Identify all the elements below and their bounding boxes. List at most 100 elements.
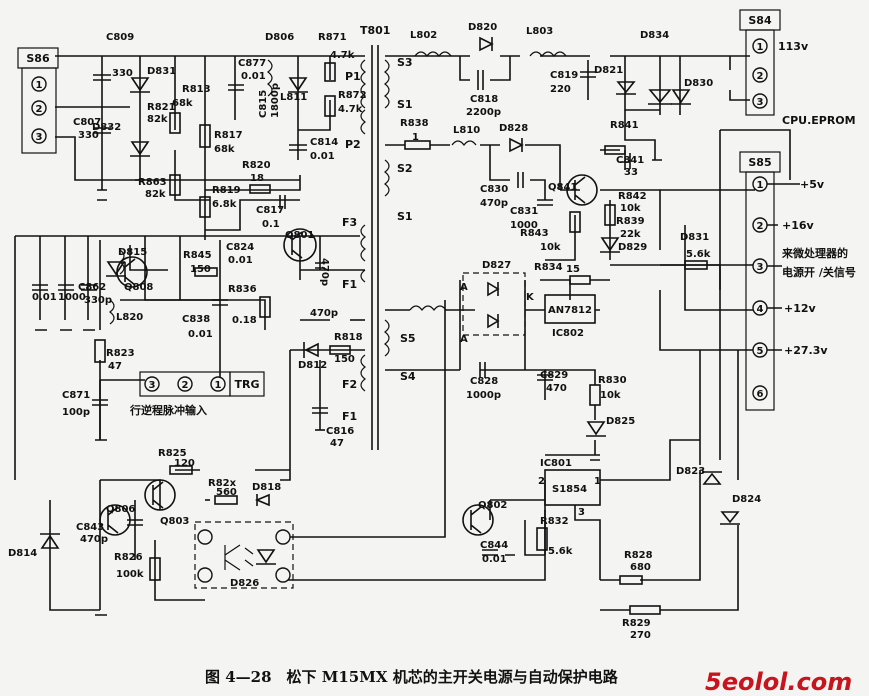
label-components-r813-0: R813 (182, 84, 211, 95)
label-components-q801-0: Q801 (285, 230, 314, 241)
label-transformer-windings-10: F2 (342, 378, 357, 391)
label-components-q802-0: Q802 (478, 500, 507, 511)
label-components-c817-1: 0.1 (262, 219, 280, 230)
label-transformer-name: T801 (360, 24, 390, 37)
label-components-r872-0: R872 (338, 90, 367, 101)
label-misc-a1: A (460, 282, 468, 293)
label-connectors-trg-note: 行逆程脉冲输入 (129, 403, 207, 417)
label-components-c819-0: C819 (550, 70, 578, 81)
label-components-c814-0: C814 (310, 137, 338, 148)
label-components-c807-0: C807 (73, 117, 101, 128)
label-components-c871-1: 100p (62, 407, 90, 418)
label-components-r813-1: 68k (172, 98, 193, 109)
label-components-d806-0: D806 (265, 32, 294, 43)
label-components-c831-1: 1000 (510, 220, 538, 231)
label-misc-a2: A (460, 334, 468, 345)
label-connectors-s85-name: S85 (748, 156, 771, 169)
label-components-r838-0: R838 (400, 118, 429, 129)
label-components-c841-1: 33 (624, 167, 638, 178)
label-connectors-s85-pins-0: 1 (757, 180, 764, 191)
label-components-r818-1: 150 (334, 354, 355, 365)
label-components-q803-0: Q803 (160, 516, 189, 527)
label-components-c877-1: 0.01 (241, 71, 266, 82)
label-connectors-s85-pin_labels-1: +16v (782, 219, 815, 232)
label-transformer-windings-11: F1 (342, 410, 357, 423)
label-components-c829-0: C829 (540, 370, 568, 381)
label-connectors-s85-note_line2: 电源开 /关信号 (782, 265, 856, 279)
label-components-r826-1: 100k (116, 569, 144, 580)
connector-trg: 3 2 1 TRG 行逆程脉冲输入 (129, 371, 265, 417)
label-connectors-trg-name: TRG (234, 378, 259, 391)
connector-s85: CPU.EPROM S85 1 2 3 4 5 6 +5v +16v +12v … (739, 114, 856, 411)
label-connectors-s84-pins-2: 3 (757, 97, 764, 108)
label-transformer-windings-9: F1 (342, 278, 357, 291)
label-components-ic801-1: S1854 (552, 484, 587, 495)
label-components-r825-1: 120 (174, 458, 195, 469)
label-components-r834-0: R834 (534, 262, 563, 273)
label-components-r825-0: R825 (158, 448, 187, 459)
label-components-r839-0: R839 (616, 216, 645, 227)
label-components-r842-1: 10k (620, 203, 641, 214)
label-components-d818-0: D818 (252, 482, 281, 493)
label-components-r821-1: 82k (147, 114, 168, 125)
label-components-l810-0: L810 (453, 125, 480, 136)
label-transformer-windings-8: F3 (342, 216, 357, 229)
label-components-r836-1: 0.18 (232, 315, 257, 326)
label-components-r872-1: 4.7k (338, 104, 363, 115)
label-components-r839-1: 22k (620, 229, 641, 240)
label-components-c831-0: C831 (510, 206, 538, 217)
label-components-c_470p-0: 470p (319, 258, 330, 286)
label-components-d812-0: D812 (298, 360, 327, 371)
label-components-d820-0: D820 (468, 22, 497, 33)
label-components-ic801-0: IC801 (540, 458, 572, 469)
label-components-ic802-0: AN7812 (548, 305, 592, 316)
label-transformer-windings-4: S5 (400, 332, 416, 345)
label-components-r871-0: R871 (318, 32, 347, 43)
label-connectors-s85-pins-3: 4 (757, 304, 764, 315)
label-components-r828-1: 680 (630, 562, 651, 573)
label-components-r819-1: 6.8k (212, 199, 237, 210)
label-components-l802-0: L802 (410, 30, 437, 41)
label-misc-ic_pins-2: 3 (578, 507, 585, 518)
label-components-c824-1: 0.01 (228, 255, 253, 266)
label-components-d825-0: D825 (606, 416, 635, 427)
label-components-c815-1: 1800p (270, 83, 281, 118)
label-transformer-windings-0: S3 (397, 56, 413, 69)
label-connectors-s85-pin_labels-3: +12v (784, 302, 817, 315)
label-components-r826-0: R826 (114, 552, 143, 563)
label-components-r82x-0: R82x (208, 478, 237, 489)
label-components-d831b-1: 5.6k (686, 249, 711, 260)
label-components-c838-0: C838 (182, 314, 210, 325)
label-transformer-windings-3: S1 (397, 210, 413, 223)
label-connectors-s85-pins-2: 3 (757, 262, 764, 273)
label-components-q806-0: Q806 (106, 504, 135, 515)
label-connectors-trg-pins-0: 3 (149, 380, 156, 391)
label-connectors-s84-name: S84 (748, 14, 772, 27)
label-components-d827-0: D827 (482, 260, 511, 271)
label-components-c830-0: C830 (480, 184, 508, 195)
label-components-l820-0: L820 (116, 312, 143, 323)
label-connectors-trg-pins-1: 2 (182, 380, 189, 391)
label-components-r836-0: R836 (228, 284, 257, 295)
label-components-r863-1: 82k (145, 189, 166, 200)
label-components-d821-0: D821 (594, 65, 623, 76)
label-components-r828-0: R828 (624, 550, 653, 561)
label-connectors-s85-header: CPU.EPROM (782, 114, 856, 127)
label-connectors-s85-pins-5: 6 (757, 389, 764, 400)
label-components-r821-0: R821 (147, 102, 176, 113)
label-components-d830-0: D830 (684, 78, 713, 89)
label-components-c829-1: 470 (546, 383, 567, 394)
label-misc-ic_pins-0: 1 (594, 476, 601, 487)
label-components-d826-0: D826 (230, 578, 259, 589)
label-components-r834-1: 15 (566, 264, 580, 275)
label-components-r843-0: R843 (520, 228, 549, 239)
label-components-c817-0: C817 (256, 205, 284, 216)
label-connectors-s85-pin_labels-0: +5v (800, 178, 825, 191)
label-connectors-trg-pins-2: 1 (215, 380, 222, 391)
label-components-r830-0: R830 (598, 375, 627, 386)
label-connectors-s86-pins-0: 1 (36, 80, 43, 91)
label-components-q808-0: Q808 (124, 282, 153, 293)
label-components-r845-1: 150 (190, 264, 211, 275)
label-components-c877-0: C877 (238, 58, 266, 69)
